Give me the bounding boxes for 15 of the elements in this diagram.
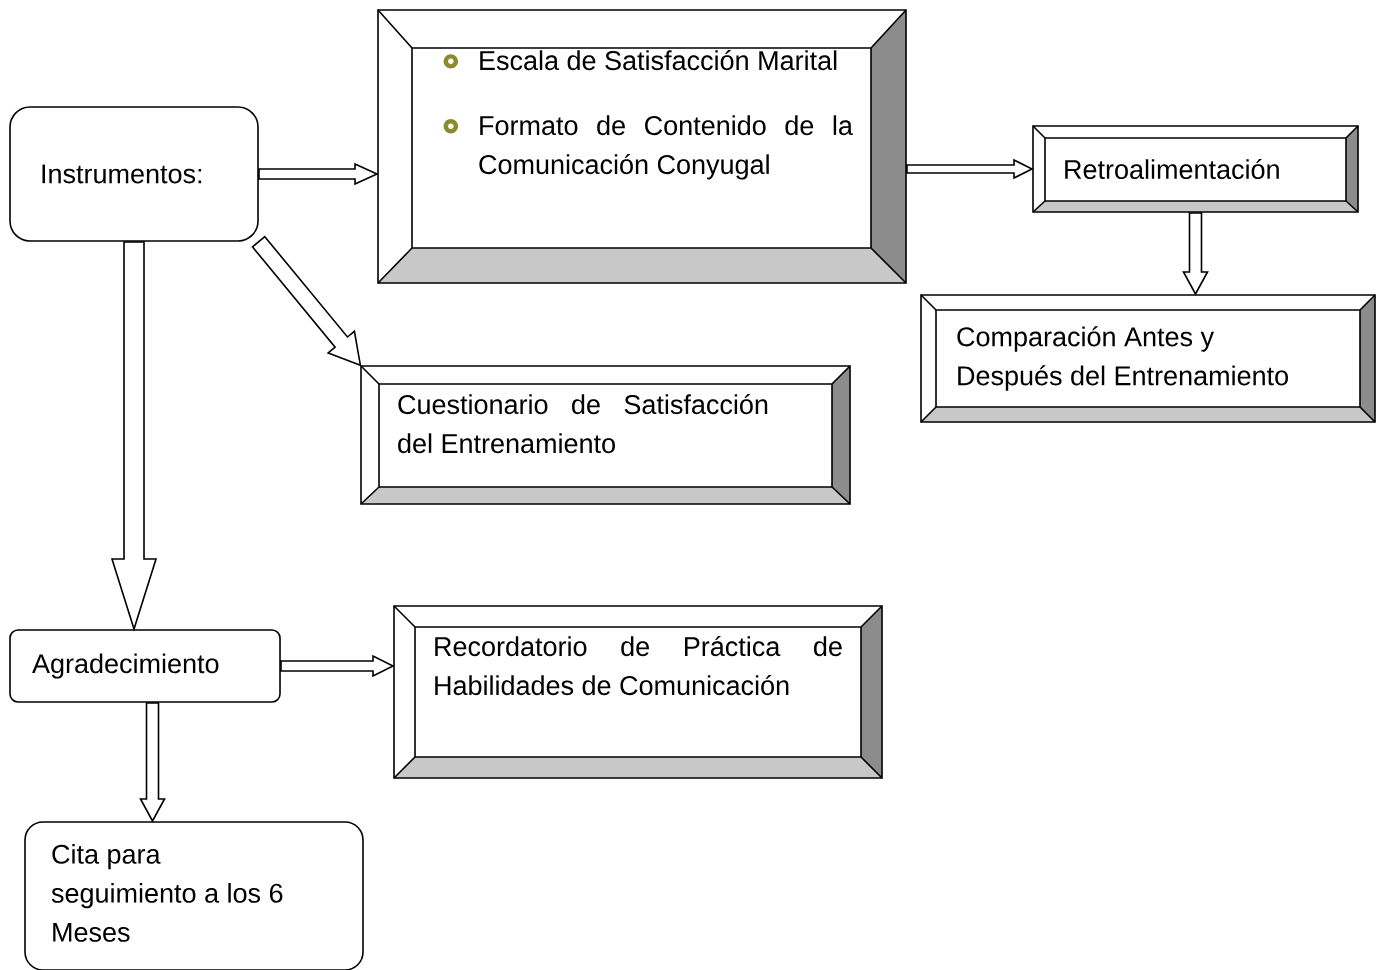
rounded-box: Agradecimiento <box>9 629 281 703</box>
block-arrow <box>906 158 1034 180</box>
bevel-box: Recordatorio de Práctica de Habilidades de Comunicación <box>393 605 883 779</box>
block-arrow <box>139 702 166 823</box>
rounded-box: Cita para seguimiento a los 6 Meses <box>24 821 364 970</box>
block-arrow <box>251 235 362 367</box>
bevel-box: Cuestionario de Satisfacción del Entrenamiento <box>360 365 851 505</box>
block-arrow <box>258 162 379 186</box>
rounded-box: Instrumentos: <box>9 106 259 242</box>
bevel-box: Escala de Satisfacción Marital Formato de Contenido de la Comunicación Conyugal <box>377 9 907 284</box>
block-arrow <box>280 654 395 678</box>
bevel-box: Retroalimentación <box>1032 125 1359 213</box>
block-arrow <box>1182 212 1209 296</box>
block-arrow <box>110 241 158 632</box>
bevel-box: Comparación Antes y Después del Entrenamiento <box>920 294 1376 423</box>
